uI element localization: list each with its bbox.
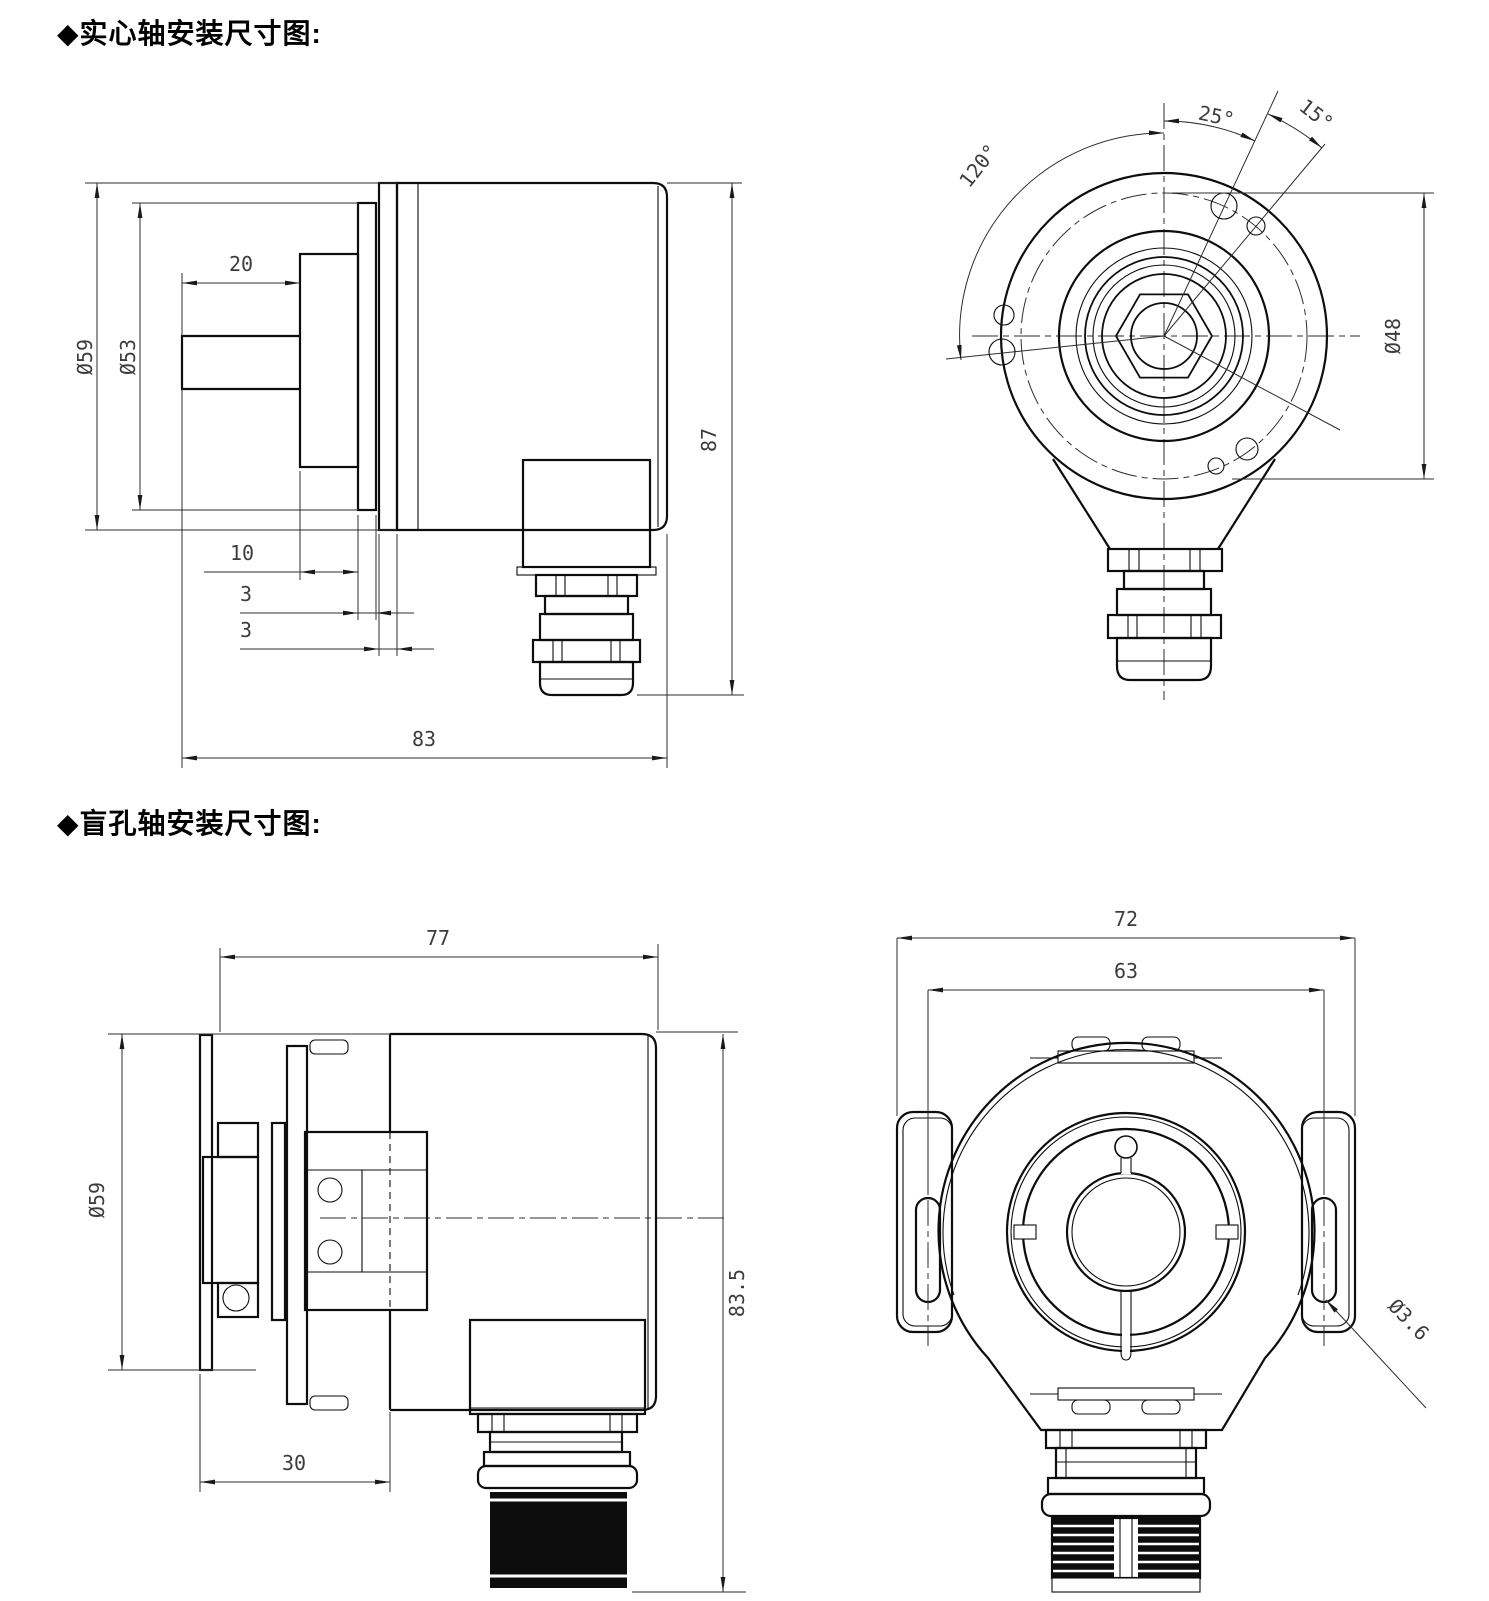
dim-label-total-length: 83 <box>412 727 436 751</box>
dim-label-slot-span: 63 <box>1114 959 1138 983</box>
dim-label-overall-width: 72 <box>1114 907 1138 931</box>
angle-dimensions: 25° 15° 120° <box>951 91 1341 361</box>
dim-label-total-height-blind: 83.5 <box>725 1269 749 1317</box>
dim-label-body-length: 77 <box>426 926 450 950</box>
dim-label-hub-length: 30 <box>282 1451 306 1475</box>
m12-connector-side <box>468 1318 647 1588</box>
dim-label-total-height: 87 <box>697 428 721 452</box>
encoder-body-outline <box>937 1036 1316 1432</box>
blind-hole-front-view: 72 63 Ø3.6 <box>895 904 1437 1593</box>
solid-shaft-side-view: 20 Ø59 Ø53 10 3 3 83 87 <box>70 181 744 768</box>
bolt-circle-dimension: Ø48 <box>1172 192 1434 480</box>
m12-connector-front <box>1040 1428 1212 1593</box>
mounting-holes <box>988 192 1266 475</box>
dim-label-plate-thickness-1: 3 <box>240 582 252 606</box>
hollow-shaft-clamp-assembly <box>198 1033 429 1411</box>
encoder-shaft <box>180 334 300 391</box>
shaft-flange-hub <box>298 252 360 469</box>
dim-label-flange-diameter-53: Ø53 <box>116 339 140 375</box>
dim-label-plate-thickness-2: 3 <box>240 618 252 642</box>
synchro-flange-plate-1 <box>356 201 378 512</box>
dim-label-angle-25: 25° <box>1196 101 1236 132</box>
synchro-flange-plate-2 <box>377 181 399 532</box>
mounting-ears <box>895 1110 1357 1346</box>
blind-front-dimensions: 72 63 Ø3.6 <box>896 904 1437 1409</box>
dim-label-shaft-length: 20 <box>229 252 253 276</box>
hollow-bore-rings <box>1005 1111 1247 1361</box>
dim-label-angle-15: 15° <box>1295 94 1338 135</box>
solid-shaft-front-view: 25° 15° 120° Ø48 <box>945 90 1434 700</box>
dim-label-slot-hole-diameter: Ø3.6 <box>1383 1294 1434 1345</box>
solid-side-dimensions: 20 Ø59 Ø53 10 3 3 83 87 <box>70 182 744 768</box>
dim-label-angle-120: 120° <box>954 139 1003 192</box>
encoder-body <box>388 1032 658 1412</box>
cable-gland-assembly <box>516 458 657 697</box>
section-title-blind-hole: ◆盲孔轴安装尺寸图: <box>57 808 322 839</box>
spring-pin <box>1114 1135 1138 1159</box>
dim-label-bolt-circle-48: Ø48 <box>1381 318 1405 354</box>
blind-hole-side-view: 77 Ø59 30 83.5 <box>82 923 752 1593</box>
encoder-body <box>395 181 669 532</box>
blind-side-dimensions: 77 Ø59 30 83.5 <box>82 923 752 1593</box>
dim-label-pilot-length: 10 <box>230 541 254 565</box>
section-title-solid-shaft: ◆实心轴安装尺寸图: <box>57 18 322 49</box>
cable-gland-front <box>1052 458 1276 682</box>
dim-label-outer-diameter-59: Ø59 <box>73 339 97 375</box>
dim-label-outer-diameter-59-blind: Ø59 <box>85 1182 109 1218</box>
